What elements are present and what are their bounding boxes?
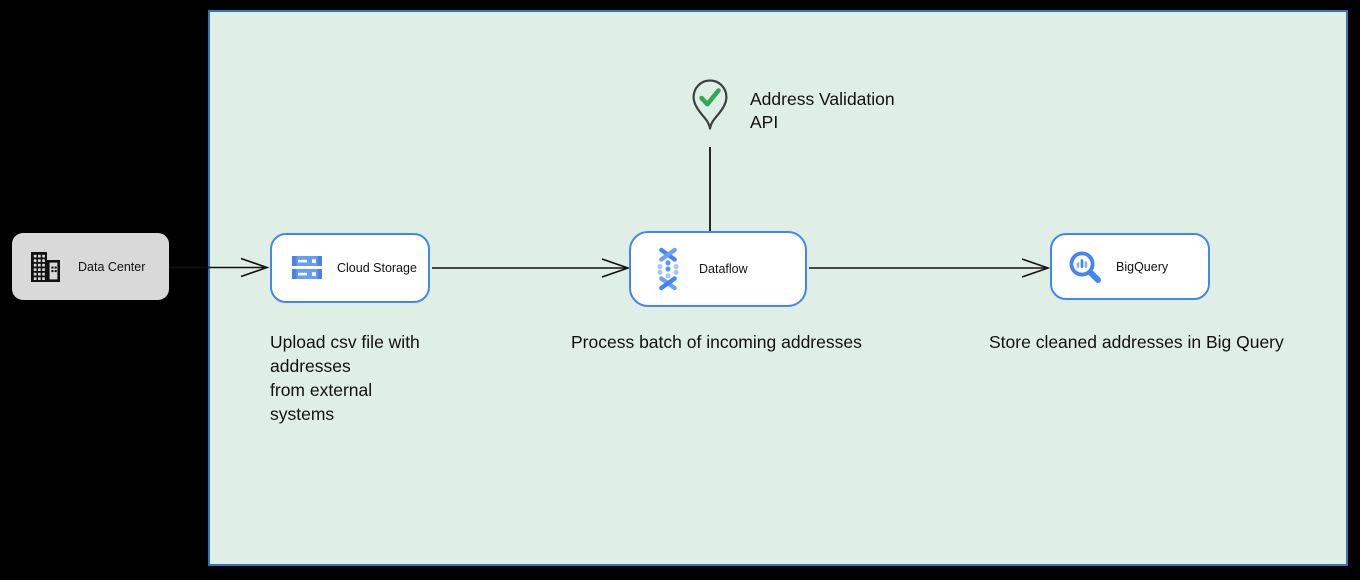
node-label-data-center: Data Center bbox=[78, 259, 146, 274]
node-dataflow[interactable]: Dataflow bbox=[629, 231, 807, 307]
api-marker-label: Address Validation API bbox=[750, 89, 895, 132]
node-cloud-storage[interactable]: Cloud Storage bbox=[270, 233, 430, 303]
node-data-center[interactable]: Data Center bbox=[12, 233, 169, 300]
dataflow-icon bbox=[649, 247, 687, 291]
caption-store-cleaned: Store cleaned addresses in Big Query bbox=[989, 332, 1284, 352]
map-pin-check-icon[interactable] bbox=[688, 77, 732, 133]
node-label-cloud-storage: Cloud Storage bbox=[337, 261, 417, 275]
bigquery-icon bbox=[1066, 248, 1104, 286]
caption-process-batch: Process batch of incoming addresses bbox=[571, 332, 862, 352]
cloud-storage-icon bbox=[289, 251, 325, 285]
node-label-bigquery: BigQuery bbox=[1116, 259, 1169, 274]
building-icon bbox=[27, 250, 63, 284]
caption-upload-csv: Upload csv file with addresses from exte… bbox=[270, 332, 420, 424]
node-label-dataflow: Dataflow bbox=[699, 262, 748, 276]
node-bigquery[interactable]: BigQuery bbox=[1050, 233, 1210, 300]
